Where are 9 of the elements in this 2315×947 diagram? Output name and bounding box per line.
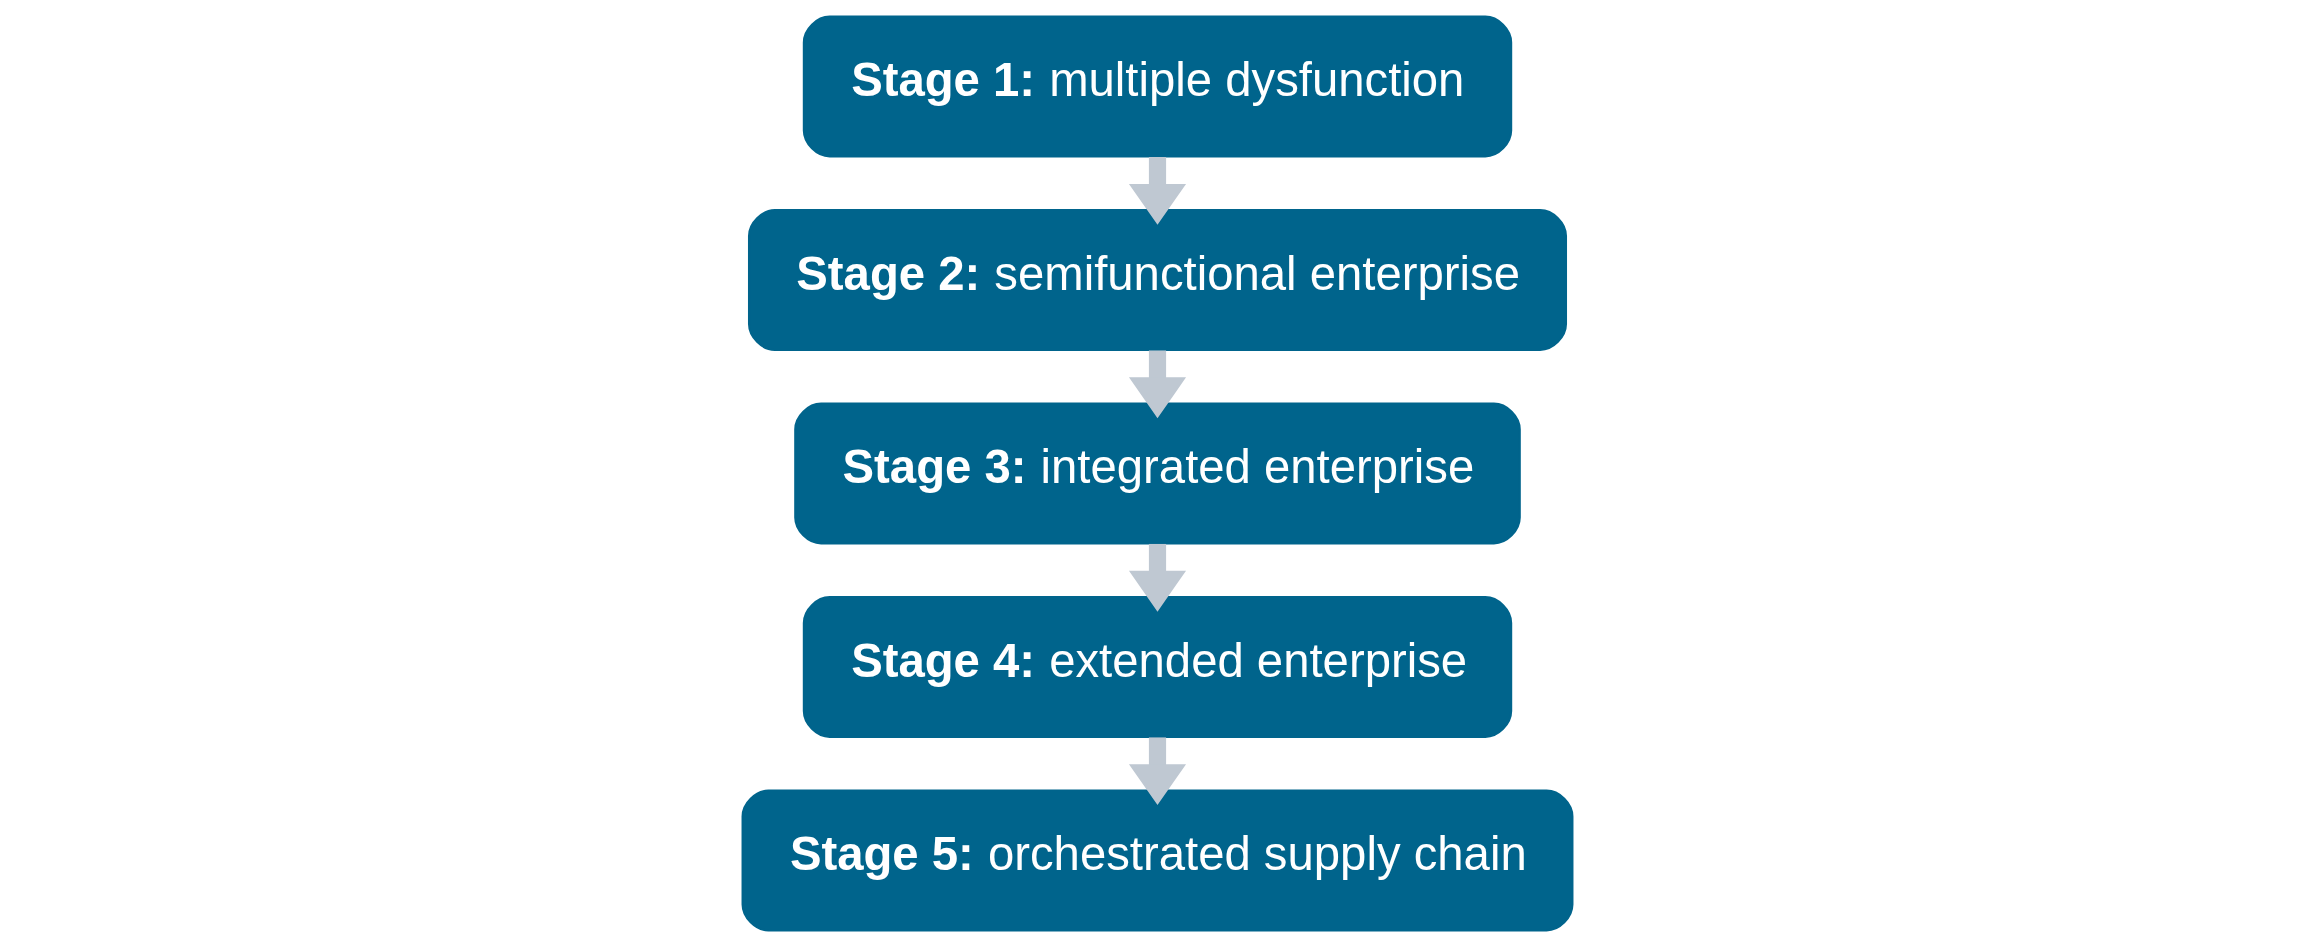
node-box: Stage 4: extended enterprise <box>802 596 1513 738</box>
arrow <box>1128 350 1187 419</box>
node-box: Stage 5: orchestrated supply chain <box>741 789 1574 932</box>
node-box: Stage 3: integrated enterprise <box>794 402 1521 545</box>
arrow <box>1128 157 1187 225</box>
node-box: Stage 1: multiple dysfunction <box>802 15 1513 158</box>
node-box: Stage 2: semifunctional enterprise <box>747 209 1568 351</box>
arrow <box>1128 543 1187 612</box>
arrow <box>1128 737 1187 806</box>
